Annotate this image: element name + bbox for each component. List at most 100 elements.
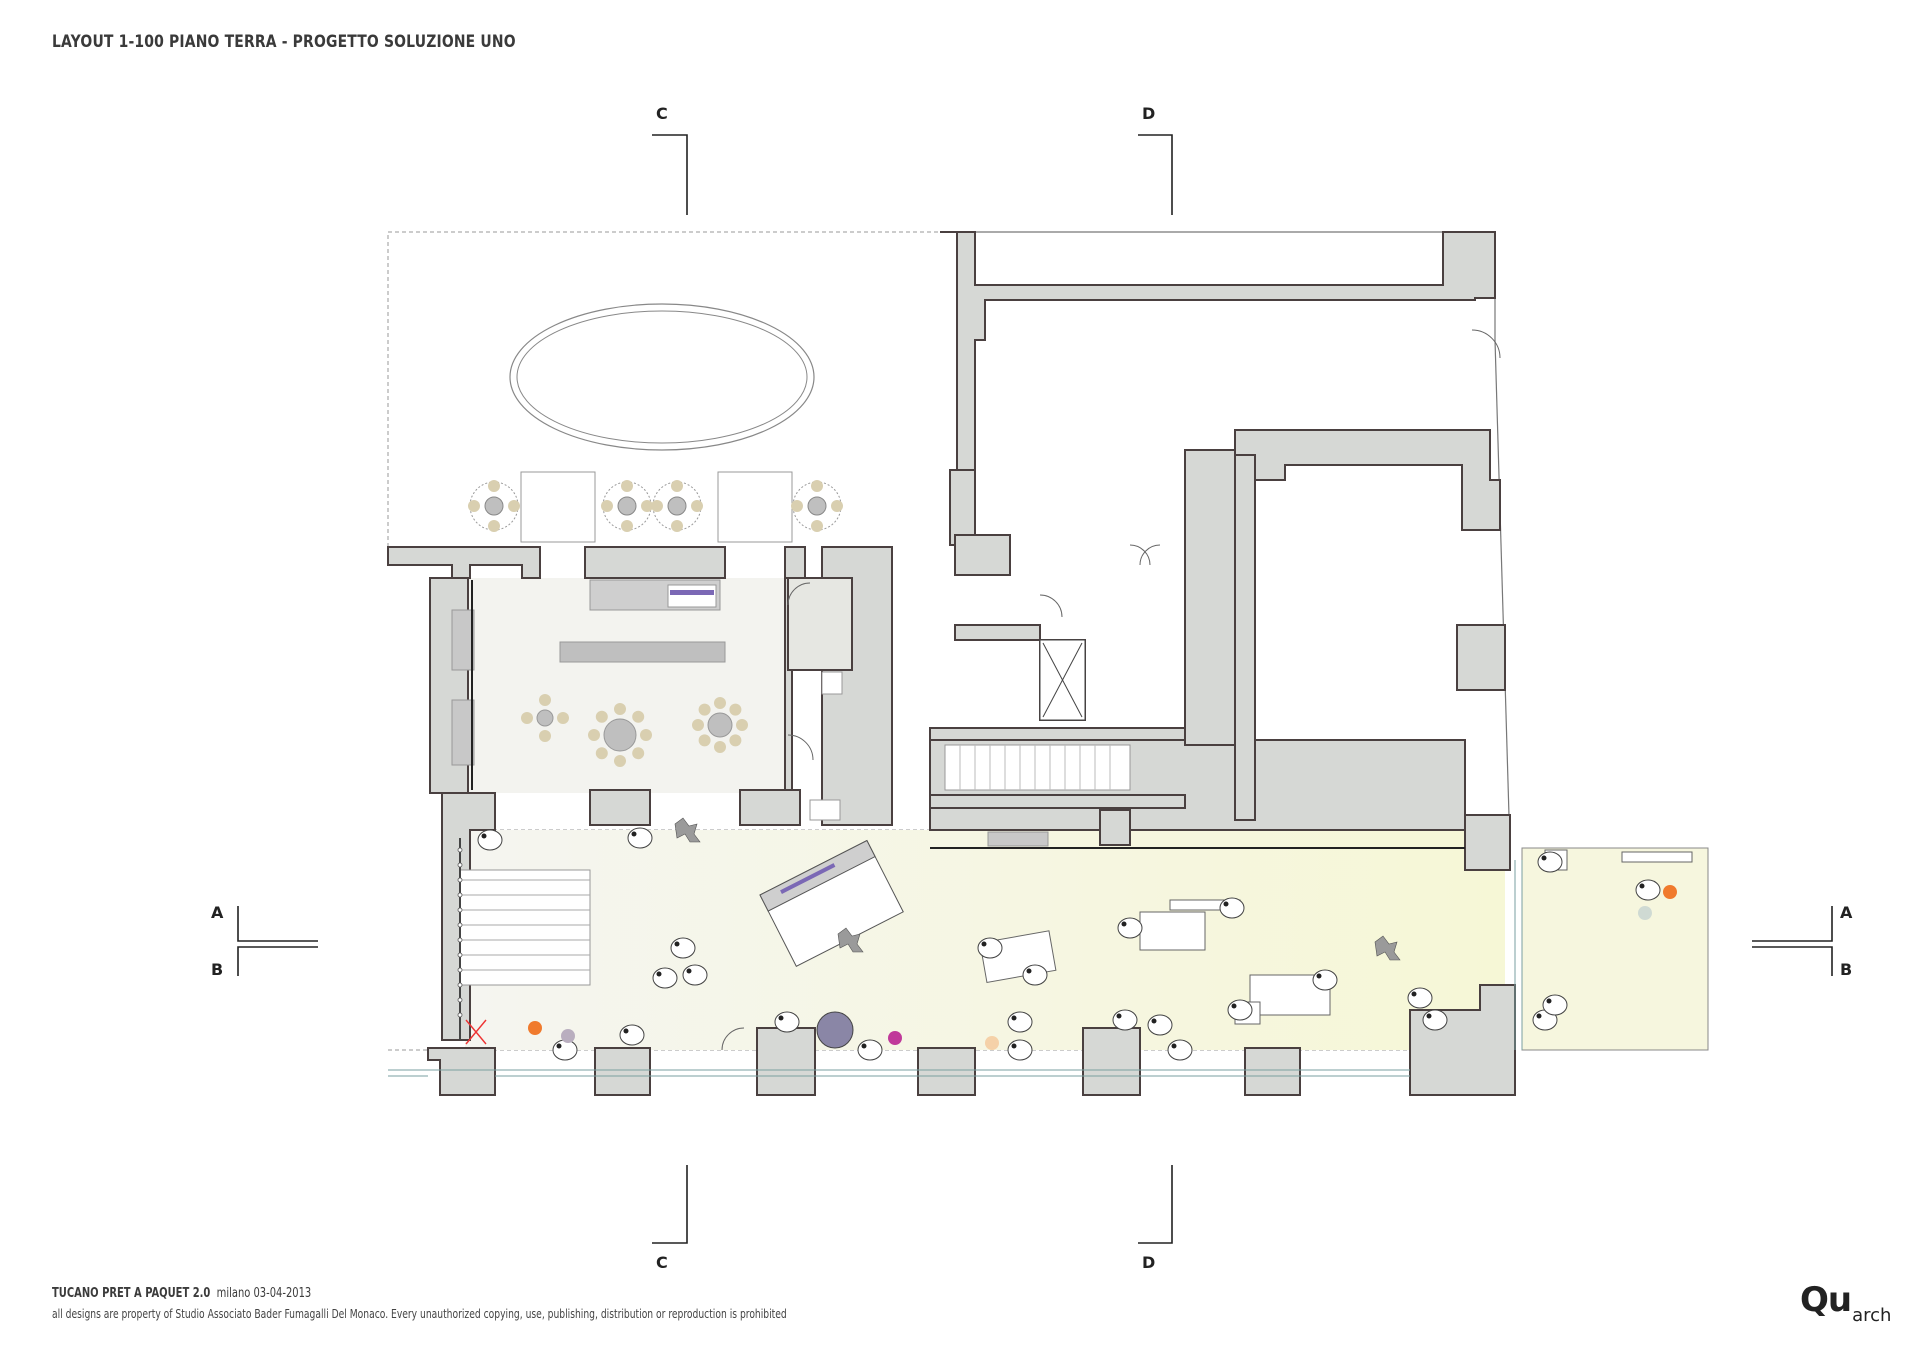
cafe-chair	[614, 755, 626, 767]
section-label-b-left: B	[211, 960, 223, 979]
courtyard-table	[484, 496, 504, 516]
armchair-marker	[481, 833, 487, 839]
courtyard-table	[617, 496, 637, 516]
armchair-marker	[981, 941, 987, 947]
armchair-marker	[1116, 1013, 1122, 1019]
armchair-marker	[686, 968, 692, 974]
armchair	[1117, 917, 1143, 939]
pouf	[985, 1036, 999, 1050]
courtyard-chair	[791, 500, 803, 512]
sink	[809, 799, 841, 821]
section-a-left	[237, 906, 318, 942]
armchair-marker	[1426, 1013, 1432, 1019]
dotted-rail	[457, 838, 463, 1040]
cafe-floor	[462, 578, 792, 793]
cafe-table	[536, 709, 554, 727]
armchair	[682, 964, 708, 986]
retail-decor	[477, 817, 1677, 1061]
armchair-marker	[656, 971, 662, 977]
section-c-bottom	[652, 1165, 688, 1244]
drawing-title: LAYOUT 1-100 PIANO TERRA - PROGETTO SOLU…	[52, 32, 516, 52]
awning-left	[520, 471, 596, 543]
armchair	[1312, 969, 1338, 991]
armchair-marker	[1411, 991, 1417, 997]
cafe-chair	[588, 729, 600, 741]
armchair	[857, 1039, 883, 1061]
cafe-chair	[698, 703, 711, 716]
section-label-a-right: A	[1840, 903, 1853, 922]
armchair	[627, 827, 653, 849]
armchair-marker	[1546, 998, 1552, 1004]
section-label-d-bottom: D	[1142, 1253, 1155, 1272]
courtyard-chair	[488, 480, 500, 492]
armchair	[1537, 851, 1563, 873]
copyright-note: all designs are property of Studio Assoc…	[52, 1307, 787, 1321]
armchair	[1635, 879, 1661, 901]
wc-fixture	[821, 671, 843, 695]
section-c-top	[652, 134, 688, 215]
armchair-marker	[778, 1015, 784, 1021]
quarch-logo: Quarch	[1800, 1280, 1891, 1326]
courtyard-chair	[621, 480, 633, 492]
armchair	[1112, 1009, 1138, 1031]
section-d-bottom	[1138, 1165, 1173, 1244]
pouf	[1638, 906, 1652, 920]
cafe-table	[603, 718, 637, 752]
armchair	[1147, 1014, 1173, 1036]
courtyard-chair	[621, 520, 633, 532]
armchair	[1227, 999, 1253, 1021]
courtyard-chair	[651, 500, 663, 512]
sculpture	[837, 927, 864, 953]
round-ottoman	[816, 1011, 854, 1049]
retail-table-2	[1139, 911, 1206, 951]
cafe-chair	[729, 703, 742, 716]
awning-right	[717, 471, 793, 543]
armchair-marker	[1011, 1015, 1017, 1021]
armchair-marker	[1011, 1043, 1017, 1049]
section-label-b-right: B	[1840, 960, 1852, 979]
cafe-chair	[632, 747, 645, 760]
bench-left-1	[451, 609, 475, 671]
sculpture	[1374, 935, 1401, 961]
section-a-right	[1752, 906, 1833, 942]
courtyard-chair	[488, 520, 500, 532]
armchair	[619, 1024, 645, 1046]
armchair-marker	[1541, 855, 1547, 861]
cafe-chair	[595, 710, 608, 723]
section-label-a-left: A	[211, 903, 224, 922]
armchair-marker	[1639, 883, 1645, 889]
section-label-c-top: C	[656, 104, 668, 123]
courtyard-chair	[831, 500, 843, 512]
cafe-tables	[521, 694, 748, 767]
armchair	[1007, 1039, 1033, 1061]
stair-unit	[459, 869, 591, 986]
armchair-marker	[631, 831, 637, 837]
courtyard-chair	[811, 480, 823, 492]
courtyard-table	[667, 496, 687, 516]
armchair-marker	[861, 1043, 867, 1049]
cafe-chair	[539, 730, 551, 742]
cafe-table	[707, 712, 733, 738]
armchair-marker	[1223, 901, 1229, 907]
armchair	[1219, 897, 1245, 919]
section-b-right	[1752, 946, 1833, 976]
pouf	[528, 1021, 542, 1035]
armchair	[552, 1039, 578, 1061]
cafe-chair	[714, 741, 726, 753]
courtyard-chair	[508, 500, 520, 512]
section-d-top	[1138, 134, 1173, 215]
armchair-marker	[1171, 1043, 1177, 1049]
armchair	[1422, 1009, 1448, 1031]
armchair	[1007, 1011, 1033, 1033]
courtyard-chair	[601, 500, 613, 512]
footer-project: TUCANO PRET A PAQUET 2.0 milano 03-04-20…	[52, 1286, 311, 1301]
display-case	[667, 584, 717, 608]
armchair	[652, 967, 678, 989]
building-walls	[387, 231, 1516, 1096]
courtyard-table	[807, 496, 827, 516]
retail-cabinet	[987, 831, 1049, 847]
courtyard-chair	[691, 500, 703, 512]
central-table	[559, 641, 726, 663]
cafe-chair	[614, 703, 626, 715]
cafe-chair	[729, 734, 742, 747]
